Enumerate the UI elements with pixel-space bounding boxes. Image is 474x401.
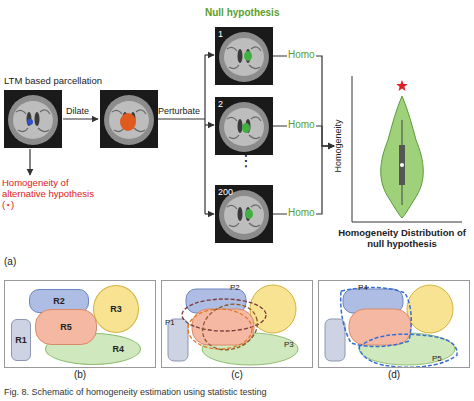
perturbed-outline <box>359 334 457 367</box>
region: R3 <box>93 285 139 333</box>
mri-image <box>215 97 273 155</box>
region-name: R5 <box>60 322 72 332</box>
perturbed-region <box>244 51 252 61</box>
step-label: Dilate <box>66 106 89 116</box>
bracket-line <box>204 55 205 214</box>
region-name: R2 <box>53 296 65 306</box>
region-copy <box>325 285 457 367</box>
edge-label: Homo <box>287 207 316 219</box>
panel-letter: (d) <box>319 369 469 381</box>
region-copy <box>168 285 298 365</box>
perturbed-outline <box>182 299 266 331</box>
perturbed-outline <box>188 309 252 349</box>
callout-label: P3 <box>284 340 294 349</box>
mri-image <box>215 185 273 243</box>
connector-arrow <box>273 56 334 146</box>
null-sample-slice: 200 <box>215 185 273 243</box>
image-title: LTM based parcellation <box>4 76 102 87</box>
bracket-line <box>158 118 205 119</box>
arrow <box>205 54 214 55</box>
group-heading: Null hypothesis <box>205 7 279 19</box>
y-axis <box>352 76 353 222</box>
edge-label: Homo <box>287 119 316 131</box>
schematic-panel: (d) <box>318 280 470 368</box>
connector-arrow <box>273 146 334 214</box>
region: R1 <box>11 319 31 361</box>
perturbed-region <box>242 123 250 133</box>
callout-label: P1 <box>165 318 175 327</box>
region-name: R4 <box>112 344 124 354</box>
x-axis <box>352 222 462 223</box>
box-plot <box>399 145 405 185</box>
schematic-panel: (b)R2R3R1R5R4 <box>4 280 156 368</box>
region-name: R1 <box>15 335 27 345</box>
perturbed-region <box>245 209 253 219</box>
schematic-panel: (c) <box>161 280 313 368</box>
perturbed-outline <box>196 297 264 357</box>
median-dot <box>400 163 404 167</box>
null-sample-slice: 1 <box>215 27 273 85</box>
alternative-star <box>396 80 407 91</box>
sample-number: 2 <box>218 99 223 109</box>
region: R5 <box>35 309 97 345</box>
callout-label: P4 <box>358 283 368 292</box>
sample-number: 1 <box>218 29 223 39</box>
mri-image <box>100 90 158 148</box>
sample-number: 200 <box>218 187 233 197</box>
null-sample-slice: 2 <box>215 97 273 155</box>
dilated-region <box>120 113 136 131</box>
seed-region <box>27 119 33 125</box>
panel-letter: (c) <box>162 369 312 381</box>
caption: Fig. 8. Schematic of homogeneity estimat… <box>4 387 267 397</box>
callout-label: P2 <box>230 283 240 292</box>
ellipsis: ⋮ <box>238 152 254 170</box>
violin-shape <box>381 96 424 218</box>
step-label: Perturbate <box>158 106 200 116</box>
axis-label: Homogeneity <box>333 119 343 172</box>
panel-letter: (b) <box>5 369 155 381</box>
arrow <box>205 213 214 214</box>
arrow <box>63 118 98 119</box>
regions <box>325 285 455 365</box>
arrow <box>29 149 30 175</box>
mri-image <box>215 27 273 85</box>
callout-label: P5 <box>432 354 442 363</box>
edge-label: Homo <box>287 49 316 61</box>
mri-slice: LTM based parcellation <box>4 90 62 148</box>
panel-letter: (a) <box>4 256 16 268</box>
violin-plot: HomogeneityHomogeneity Distribution of n… <box>334 66 470 226</box>
regions <box>168 285 298 365</box>
region-name: R3 <box>110 304 122 314</box>
plot-title: Homogeneity Distribution of null hypothe… <box>334 228 470 250</box>
annotation: Homogeneity of alternative hypothesis (⋆… <box>2 178 106 211</box>
mri-image <box>4 90 62 148</box>
arrow <box>205 124 214 125</box>
